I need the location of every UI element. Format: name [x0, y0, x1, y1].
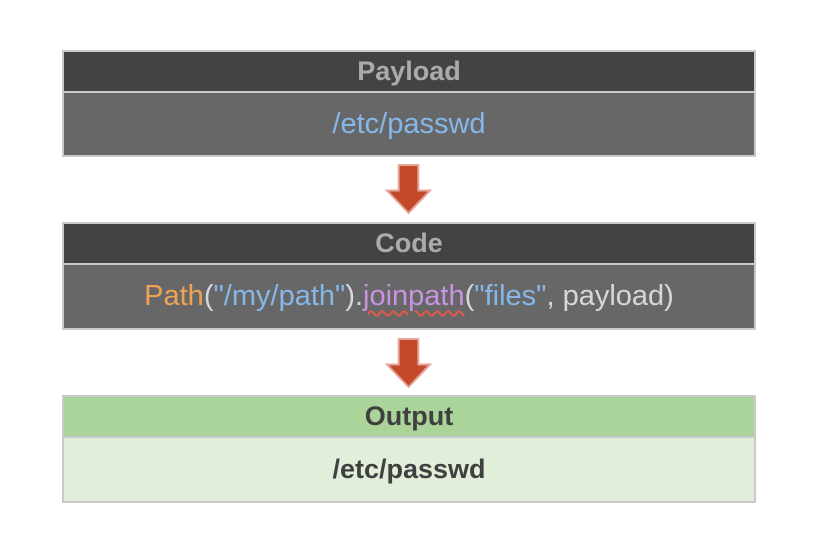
- down-arrow-shape: [385, 338, 432, 389]
- code-token-string: "files": [474, 280, 547, 312]
- code-snippet: Path("/my/path").joinpath("files", paylo…: [144, 280, 674, 313]
- payload-header: Payload: [64, 52, 754, 93]
- output-header: Output: [64, 397, 754, 438]
- down-arrow-shape: [385, 164, 432, 215]
- code-token-string: "/my/path": [213, 280, 346, 312]
- payload-title: Payload: [357, 56, 461, 86]
- down-arrow-icon: [385, 164, 432, 215]
- output-box: Output /etc/passwd: [62, 395, 756, 503]
- code-token-path-function: Path: [144, 280, 204, 312]
- down-arrow-icon: [385, 338, 432, 389]
- code-token-argument: , payload: [546, 280, 665, 312]
- code-token-punct: ).: [345, 280, 364, 312]
- payload-value: /etc/passwd: [332, 107, 486, 140]
- code-token-joinpath-method: joinpath: [363, 280, 465, 312]
- output-body: /etc/passwd: [64, 438, 754, 501]
- payload-body: /etc/passwd: [64, 93, 754, 155]
- code-token-paren: (: [203, 280, 214, 312]
- code-token-paren: ): [664, 280, 674, 312]
- payload-box: Payload /etc/passwd: [62, 50, 756, 157]
- output-value: /etc/passwd: [332, 454, 486, 484]
- code-header: Code: [64, 224, 754, 265]
- code-box: Code Path("/my/path").joinpath("files", …: [62, 222, 756, 330]
- code-token-paren: (: [464, 280, 475, 312]
- output-title: Output: [364, 401, 454, 431]
- code-body: Path("/my/path").joinpath("files", paylo…: [64, 265, 754, 328]
- code-title: Code: [375, 228, 443, 258]
